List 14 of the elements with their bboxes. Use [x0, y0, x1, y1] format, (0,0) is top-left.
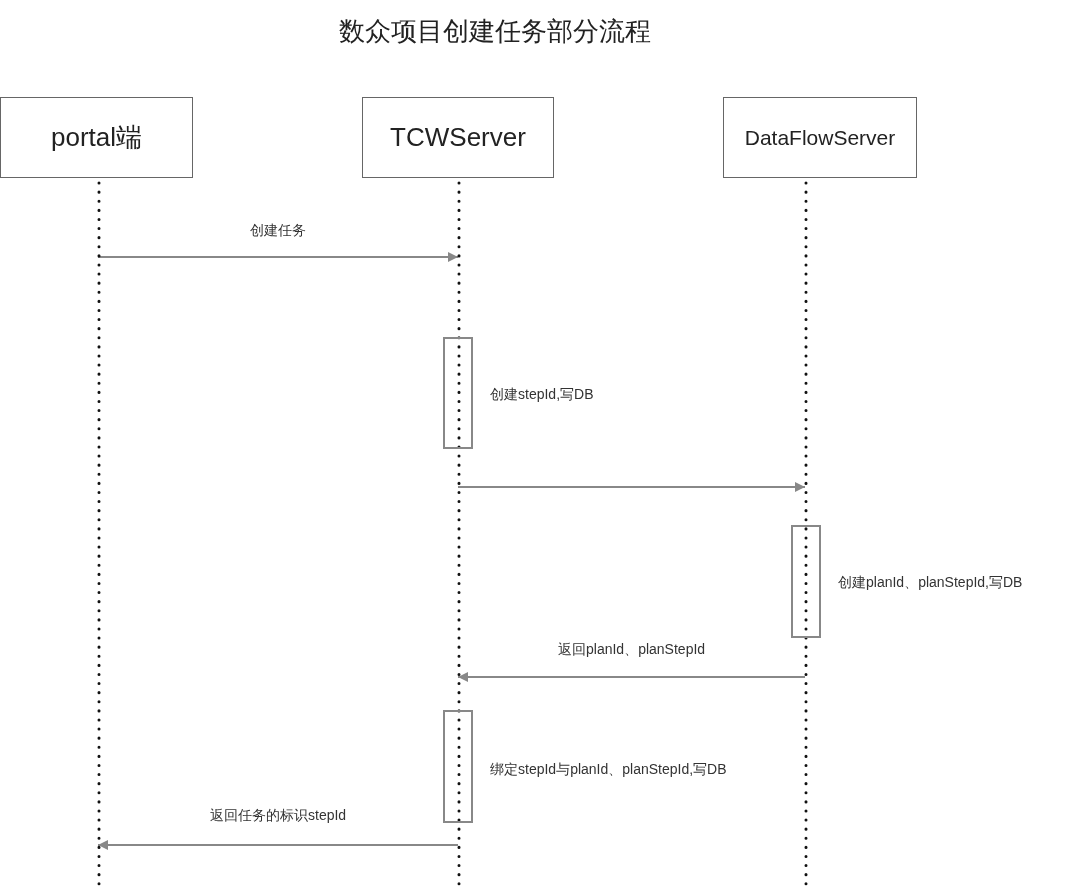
activation-note: 绑定stepId与planId、planStepId,写DB — [490, 761, 727, 779]
message-arrow — [97, 252, 459, 262]
activation-note: 创建planId、planStepId,写DB — [838, 574, 1023, 592]
message-arrow — [97, 840, 459, 850]
edge-label: 返回任务的标识stepId — [210, 807, 347, 825]
message-arrow — [457, 672, 806, 682]
edge-label: 创建任务 — [250, 222, 306, 240]
message-arrow — [457, 482, 806, 492]
participant-name: portal端 — [50, 121, 142, 154]
edge-label: 返回planId、planStepId — [558, 641, 706, 659]
participant-name: DataFlowServer — [744, 125, 896, 150]
activation-note: 创建stepId,写DB — [490, 386, 594, 404]
diagram-title: 数众项目创建任务部分流程 — [339, 15, 651, 48]
participant-name: TCWServer — [390, 122, 526, 153]
